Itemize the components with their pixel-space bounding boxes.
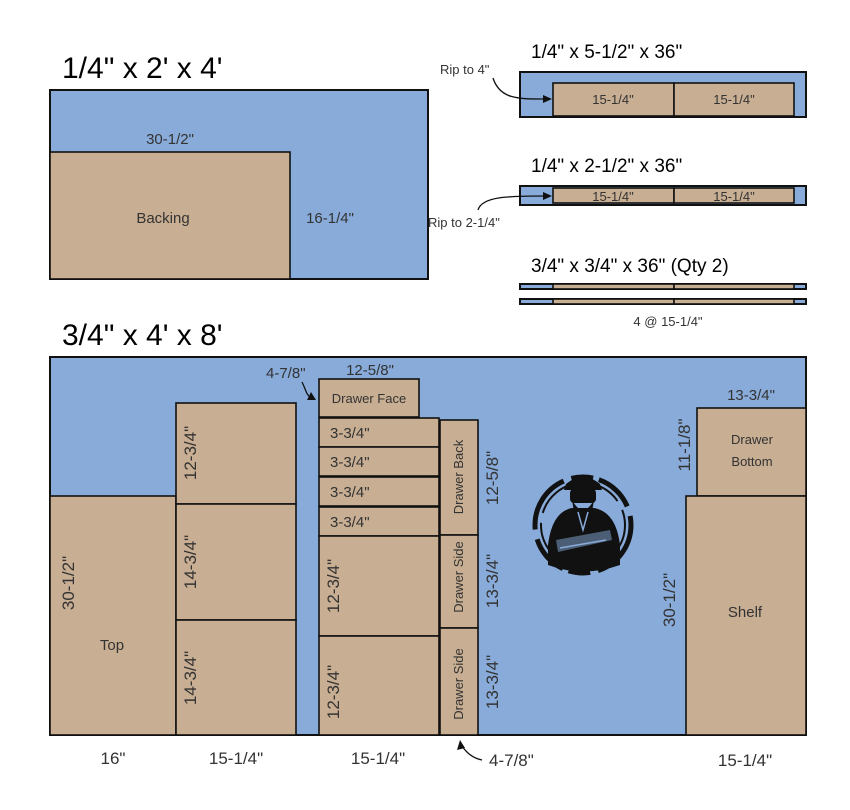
top-height-dim: 30-1/2"	[59, 556, 78, 610]
col5-width-dim: 15-1/4"	[718, 751, 772, 770]
strip-c-1-piece-1	[552, 283, 675, 290]
drawer-face-piece	[318, 378, 420, 418]
drawer-face-arrow-head	[307, 392, 316, 400]
drawer-bottom-height-dim: 11-1/8"	[675, 419, 694, 472]
drawer-back-dim: 12-5/8"	[483, 451, 502, 505]
drawer-bottom-width-dim: 13-3/4"	[727, 387, 775, 404]
strip-b-piece-2	[673, 187, 795, 204]
strip-c-1-piece-2	[673, 283, 795, 290]
col3-large-piece-1	[318, 535, 440, 637]
col4-width-arrow	[461, 745, 483, 761]
col3-width-dim: 15-1/4"	[351, 749, 405, 768]
small-sheet-title: 1/4" x 2' x 4'	[62, 52, 223, 85]
drawer-side-piece-2	[439, 627, 479, 736]
drawer-side-1-dim: 13-3/4"	[483, 554, 502, 608]
col2-width-dim: 15-1/4"	[209, 749, 263, 768]
shelf-height-dim: 30-1/2"	[660, 573, 679, 627]
col2-dim-1: 12-3/4"	[181, 426, 200, 480]
col2-dim-2: 14-3/4"	[181, 535, 200, 589]
col3-strip-2-label: 3-3/4"	[330, 454, 370, 471]
strip-a-piece-2-label: 15-1/4"	[713, 92, 755, 107]
strip-a-piece-2	[673, 82, 795, 117]
woodworker-logo-icon	[532, 474, 634, 576]
backing-piece	[49, 151, 291, 280]
col3-strip-3	[318, 476, 440, 507]
col3-strip-4	[318, 506, 440, 537]
drawer-side-1-label: Drawer Side	[451, 541, 466, 613]
drawer-side-2-label: Drawer Side	[451, 648, 466, 720]
drawer-bottom-piece	[696, 407, 807, 497]
strip-b-rip-note: Rip to 2-1/4"	[428, 215, 500, 230]
strip-a-title: 1/4" x 5-1/2" x 36"	[531, 42, 682, 63]
strip-b-piece-2-label: 15-1/4"	[713, 189, 755, 204]
strip-a-piece-1-label: 15-1/4"	[592, 92, 634, 107]
drawer-face-label: Drawer Face	[332, 391, 406, 406]
strip-a-rip-arrow	[492, 77, 547, 100]
backing-label: Backing	[136, 210, 189, 227]
drawer-side-2-dim: 13-3/4"	[483, 655, 502, 709]
shelf-piece	[685, 495, 807, 736]
shelf-label: Shelf	[728, 604, 763, 621]
drawer-bottom-label-1: Drawer	[731, 432, 774, 447]
col3-large-piece-2	[318, 635, 440, 736]
col2-piece-1	[175, 402, 297, 505]
drawer-bottom-label-2: Bottom	[731, 454, 772, 469]
strip-c-title: 3/4" x 3/4" x 36" (Qty 2)	[531, 256, 729, 277]
drawer-back-label: Drawer Back	[451, 439, 466, 514]
strip-a-rip-note: Rip to 4"	[440, 62, 490, 77]
strip-a-arrow-head	[543, 95, 552, 103]
backing-height-dim: 16-1/4"	[306, 210, 354, 227]
col4-width-dim: 4-7/8"	[489, 751, 534, 770]
col3-strip-3-label: 3-3/4"	[330, 484, 370, 501]
backing-width-dim: 30-1/2"	[146, 131, 194, 148]
strip-b-arrow-head	[543, 192, 552, 200]
col4-width-arrow-head	[457, 740, 465, 750]
drawer-face-height-dim: 4-7/8"	[266, 365, 306, 382]
col3-strip-2	[318, 446, 440, 477]
col2-piece-2	[175, 503, 297, 621]
col3-large-dim-1: 12-3/4"	[324, 559, 343, 613]
col2-piece-3	[175, 619, 297, 736]
strip-b-piece-1-label: 15-1/4"	[592, 189, 634, 204]
col3-strip-4-label: 3-3/4"	[330, 514, 370, 531]
strip-c-count-note: 4 @ 15-1/4"	[633, 314, 703, 329]
strip-c-2-piece-2	[673, 298, 795, 305]
large-sheet-title: 3/4" x 4' x 8'	[62, 319, 223, 352]
strip-b-rip-arrow	[477, 195, 547, 211]
col3-large-dim-2: 12-3/4"	[324, 665, 343, 719]
top-label: Top	[100, 637, 124, 654]
strip-c-2-piece-1	[552, 298, 675, 305]
top-piece	[49, 495, 177, 736]
strip-b-title: 1/4" x 2-1/2" x 36"	[531, 156, 682, 177]
col3-strip-1-label: 3-3/4"	[330, 425, 370, 442]
col1-width-dim: 16"	[101, 749, 126, 768]
col2-dim-3: 14-3/4"	[181, 651, 200, 705]
drawer-face-width-dim: 12-5/8"	[346, 362, 394, 379]
col3-strip-1	[318, 417, 440, 448]
